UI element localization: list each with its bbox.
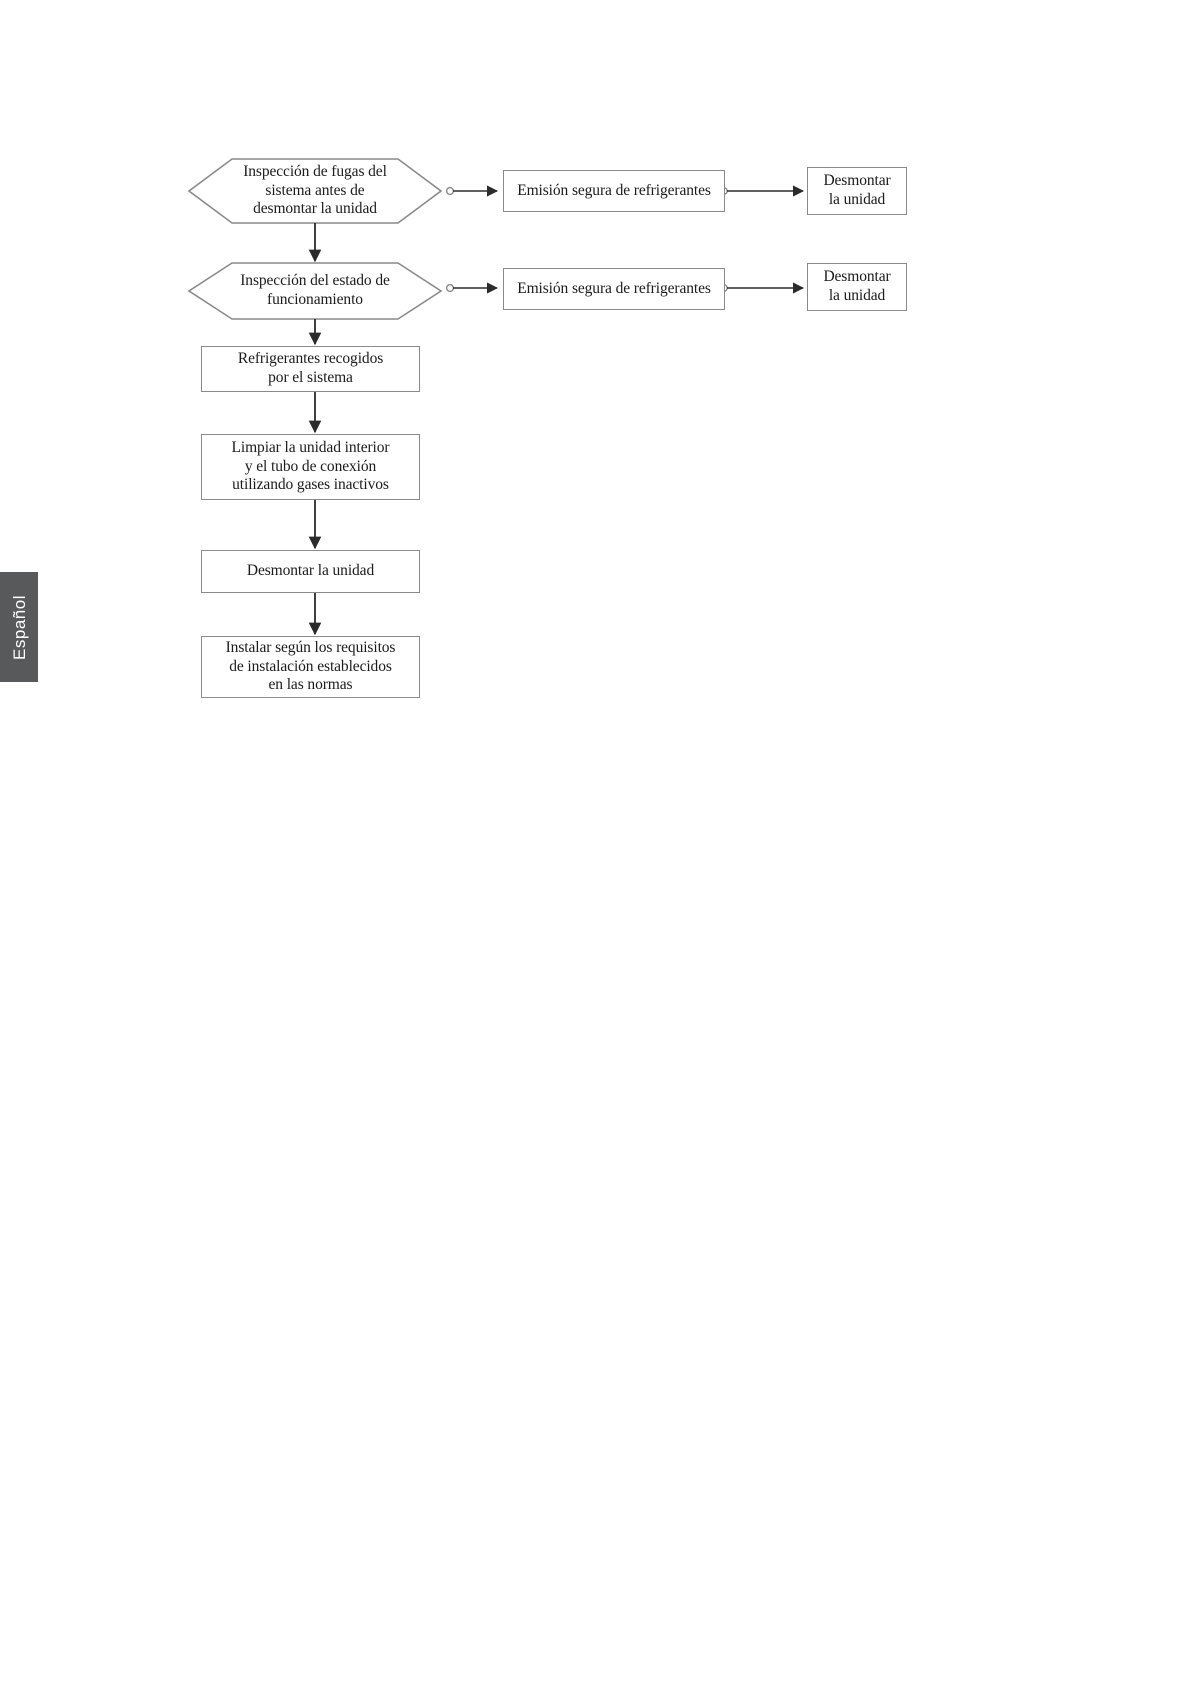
process-node-install-per-standards: Instalar según los requisitos de instala… <box>201 636 420 698</box>
process-node-clean-indoor-unit: Limpiar la unidad interior y el tubo de … <box>201 434 420 500</box>
node-line: sistema antes de <box>265 181 365 199</box>
process-node-refrigerant-recovered: Refrigerantes recogidos por el sistema <box>201 346 420 392</box>
node-line: Emisión segura de refrigerantes <box>517 279 711 297</box>
node-line: Instalar según los requisitos <box>225 638 396 656</box>
decision-node-leak-inspection: Inspección de fugas del sistema antes de… <box>205 159 425 223</box>
decision-node-operation-inspection: Inspección del estado de funcionamiento <box>205 263 425 319</box>
node-line: funcionamiento <box>267 291 363 308</box>
node-line: de instalación establecidos <box>229 657 392 675</box>
process-node-safe-release-2: Emisión segura de refrigerantes <box>503 268 725 310</box>
node-line: Desmontar <box>823 268 891 286</box>
process-node-dismantle-1: Desmontar la unidad <box>807 167 907 215</box>
process-node-dismantle-2: Desmontar la unidad <box>807 263 907 311</box>
node-line: Desmontar la unidad <box>246 562 375 580</box>
node-line: Refrigerantes recogidos <box>237 350 384 368</box>
node-line: la unidad <box>828 287 886 304</box>
node-line: desmontar la unidad <box>253 200 377 218</box>
node-line: utilizando gases inactivos <box>232 476 389 494</box>
node-line: y el tubo de conexión <box>244 457 377 475</box>
node-line: Limpiar la unidad interior <box>231 438 390 456</box>
node-line: la unidad <box>828 191 886 208</box>
node-line: Inspección de fugas del <box>243 162 387 180</box>
process-node-safe-release-1: Emisión segura de refrigerantes <box>503 170 725 212</box>
node-line: Inspección del estado de <box>240 272 390 290</box>
node-line: por el sistema <box>268 369 353 386</box>
process-node-dismantle-unit: Desmontar la unidad <box>201 550 420 593</box>
node-line: Desmontar <box>823 172 891 190</box>
node-line: en las normas <box>268 676 353 694</box>
language-tab: Español <box>0 572 38 682</box>
node-line: Emisión segura de refrigerantes <box>517 181 711 199</box>
